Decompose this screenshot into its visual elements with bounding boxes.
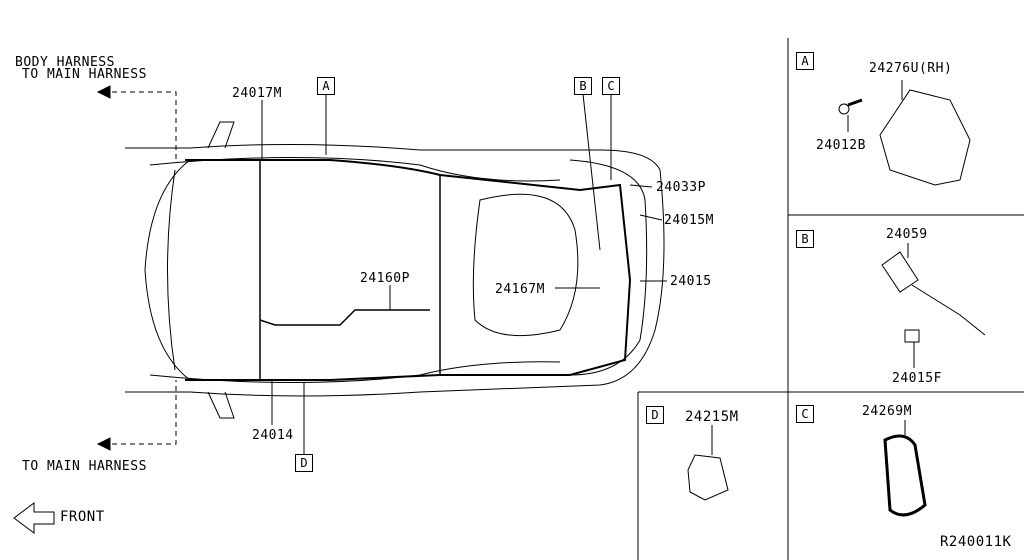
part-24215M[interactable]: 24215M [685, 409, 739, 425]
callout-b[interactable]: B [574, 77, 592, 95]
part-24160P[interactable]: 24160P [360, 271, 410, 286]
body-harness-note: BODY HARNESS [15, 55, 115, 70]
part-24017M[interactable]: 24017M [232, 86, 282, 101]
callout-c[interactable]: C [602, 77, 620, 95]
callout-a[interactable]: A [317, 77, 335, 95]
front-label: FRONT [60, 509, 105, 525]
part-24269M[interactable]: 24269M [862, 404, 912, 419]
part-24014[interactable]: 24014 [252, 428, 294, 443]
part-24015[interactable]: 24015 [670, 274, 712, 289]
part-24276U-RH[interactable]: 24276U(RH) [869, 61, 953, 76]
part-24015F[interactable]: 24015F [892, 371, 942, 386]
part-24059[interactable]: 24059 [886, 227, 928, 242]
to-main-harness-note-bottom: TO MAIN HARNESS [22, 459, 147, 474]
panel-c-label: C [796, 405, 814, 423]
to-main-harness-note-top: TO MAIN HARNESS [22, 67, 147, 82]
panel-d-label: D [646, 406, 664, 424]
callout-d[interactable]: D [295, 454, 313, 472]
part-24167M[interactable]: 24167M [495, 282, 545, 297]
panel-b-label: B [796, 230, 814, 248]
panel-a-label: A [796, 52, 814, 70]
part-24015M[interactable]: 24015M [664, 213, 714, 228]
part-24012B[interactable]: 24012B [816, 138, 866, 153]
part-24033P[interactable]: 24033P [656, 180, 706, 195]
diagram-code: R240011K [940, 534, 1012, 550]
